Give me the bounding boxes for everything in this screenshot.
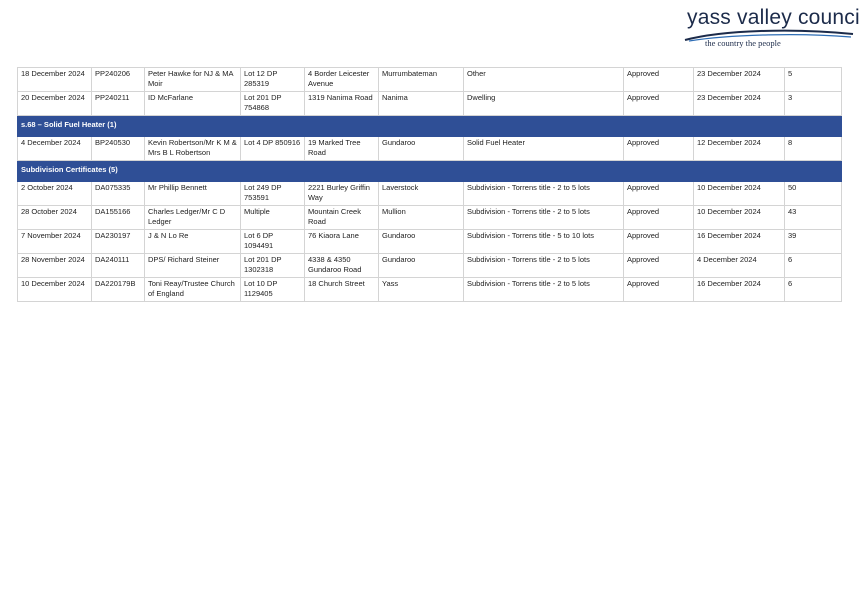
- determined-date-cell: 10 December 2024: [693, 181, 785, 206]
- status-cell: Approved: [623, 181, 694, 206]
- status-cell: Approved: [623, 277, 694, 302]
- application-number-cell: DA155166: [91, 205, 145, 230]
- applicant-cell: DPS/ Richard Steiner: [144, 253, 241, 278]
- days-cell: 6: [784, 253, 842, 278]
- determined-date-cell: 4 December 2024: [693, 253, 785, 278]
- application-number-cell: PP240211: [91, 91, 145, 116]
- section-header-row: Subdivision Certificates (5): [17, 160, 842, 182]
- days-cell: 3: [784, 91, 842, 116]
- description-cell: Subdivision - Torrens title - 2 to 5 lot…: [463, 181, 624, 206]
- days-cell: 43: [784, 205, 842, 230]
- logo-title: yass valley council: [687, 6, 861, 29]
- address-cell: 76 Kiaora Lane: [304, 229, 379, 254]
- applicant-cell: Toni Reay/Trustee Church of England: [144, 277, 241, 302]
- application-number-cell: BP240530: [91, 136, 145, 161]
- status-cell: Approved: [623, 136, 694, 161]
- description-cell: Subdivision - Torrens title - 2 to 5 lot…: [463, 277, 624, 302]
- logo-swoosh-icon: [684, 29, 854, 42]
- property-cell: Lot 6 DP 1094491: [240, 229, 305, 254]
- address-cell: 2221 Burley Griffin Way: [304, 181, 379, 206]
- description-cell: Other: [463, 67, 624, 92]
- description-cell: Dwelling: [463, 91, 624, 116]
- council-logo: yass valley council the country the peop…: [683, 6, 861, 52]
- status-cell: Approved: [623, 205, 694, 230]
- application-number-cell: PP240206: [91, 67, 145, 92]
- locality-cell: Nanima: [378, 91, 464, 116]
- days-cell: 8: [784, 136, 842, 161]
- application-number-cell: DA240111: [91, 253, 145, 278]
- applicant-cell: J & N Lo Re: [144, 229, 241, 254]
- locality-cell: Gundaroo: [378, 253, 464, 278]
- lodged-date-cell: 7 November 2024: [17, 229, 92, 254]
- address-cell: 19 Marked Tree Road: [304, 136, 379, 161]
- property-cell: Lot 201 DP 1302318: [240, 253, 305, 278]
- logo-tagline: the country the people: [705, 38, 781, 48]
- description-cell: Subdivision - Torrens title - 2 to 5 lot…: [463, 253, 624, 278]
- locality-cell: Mullion: [378, 205, 464, 230]
- description-cell: Subdivision - Torrens title - 2 to 5 lot…: [463, 205, 624, 230]
- lodged-date-cell: 4 December 2024: [17, 136, 92, 161]
- property-cell: Lot 201 DP 754868: [240, 91, 305, 116]
- locality-cell: Yass: [378, 277, 464, 302]
- days-cell: 50: [784, 181, 842, 206]
- address-cell: 18 Church Street: [304, 277, 379, 302]
- property-cell: Lot 4 DP 850916: [240, 136, 305, 161]
- days-cell: 5: [784, 67, 842, 92]
- description-cell: Subdivision - Torrens title - 5 to 10 lo…: [463, 229, 624, 254]
- determined-date-cell: 23 December 2024: [693, 91, 785, 116]
- property-cell: Multiple: [240, 205, 305, 230]
- determined-date-cell: 23 December 2024: [693, 67, 785, 92]
- lodged-date-cell: 2 October 2024: [17, 181, 92, 206]
- lodged-date-cell: 20 December 2024: [17, 91, 92, 116]
- days-cell: 6: [784, 277, 842, 302]
- determined-date-cell: 16 December 2024: [693, 229, 785, 254]
- address-cell: 1319 Nanima Road: [304, 91, 379, 116]
- locality-cell: Laverstock: [378, 181, 464, 206]
- application-number-cell: DA220179B: [91, 277, 145, 302]
- application-number-cell: DA075335: [91, 181, 145, 206]
- address-cell: 4 Border Leicester Avenue: [304, 67, 379, 92]
- determined-date-cell: 16 December 2024: [693, 277, 785, 302]
- property-cell: Lot 12 DP 285319: [240, 67, 305, 92]
- section-header-row: s.68 – Solid Fuel Heater (1): [17, 115, 842, 137]
- applicant-cell: Charles Ledger/Mr C D Ledger: [144, 205, 241, 230]
- locality-cell: Gundaroo: [378, 229, 464, 254]
- address-cell: Mountain Creek Road: [304, 205, 379, 230]
- section-title: s.68 – Solid Fuel Heater (1): [17, 115, 842, 137]
- property-cell: Lot 249 DP 753591: [240, 181, 305, 206]
- lodged-date-cell: 18 December 2024: [17, 67, 92, 92]
- status-cell: Approved: [623, 67, 694, 92]
- determined-date-cell: 12 December 2024: [693, 136, 785, 161]
- application-number-cell: DA230197: [91, 229, 145, 254]
- address-cell: 4338 & 4350 Gundaroo Road: [304, 253, 379, 278]
- lodged-date-cell: 10 December 2024: [17, 277, 92, 302]
- applicant-cell: Kevin Robertson/Mr K M & Mrs B L Roberts…: [144, 136, 241, 161]
- property-cell: Lot 10 DP 1129405: [240, 277, 305, 302]
- status-cell: Approved: [623, 253, 694, 278]
- determined-date-cell: 10 December 2024: [693, 205, 785, 230]
- status-cell: Approved: [623, 229, 694, 254]
- section-title: Subdivision Certificates (5): [17, 160, 842, 182]
- description-cell: Solid Fuel Heater: [463, 136, 624, 161]
- applicant-cell: Mr Phillip Bennett: [144, 181, 241, 206]
- lodged-date-cell: 28 October 2024: [17, 205, 92, 230]
- status-cell: Approved: [623, 91, 694, 116]
- locality-cell: Gundaroo: [378, 136, 464, 161]
- applicant-cell: Peter Hawke for NJ & MA Moir: [144, 67, 241, 92]
- lodged-date-cell: 28 November 2024: [17, 253, 92, 278]
- applicant-cell: ID McFarlane: [144, 91, 241, 116]
- days-cell: 39: [784, 229, 842, 254]
- locality-cell: Murrumbateman: [378, 67, 464, 92]
